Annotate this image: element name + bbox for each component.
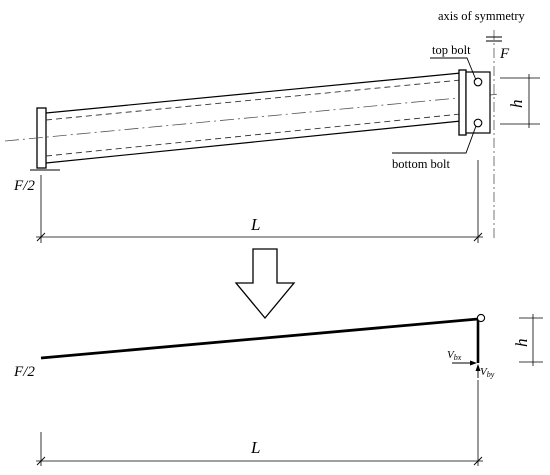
bottom-bolt-circle [473, 118, 483, 128]
reaction-x-main: V [447, 349, 455, 361]
length-top-label: L [250, 215, 260, 234]
force-F-label: F [499, 46, 510, 62]
bottom-bolt-label: bottom bolt [392, 157, 451, 171]
model-beam-line [40, 317, 479, 360]
model-length-tick-right [473, 456, 483, 466]
physical-beam-view: axis of symmetry top bolt bottom bolt F … [4, 9, 540, 243]
model-length-tick-left [36, 456, 46, 466]
right-end-plate [458, 69, 467, 136]
beam-hidden-line-top [45, 79, 462, 121]
beam-top-edge [45, 72, 462, 114]
axis-of-symmetry-label: axis of symmetry [438, 9, 526, 23]
length-bottom-label: L [250, 438, 260, 457]
reaction-y-main: V [480, 366, 488, 378]
reaction-y-arrowhead [475, 364, 481, 371]
depth-top-label: h [507, 100, 526, 109]
beam-hidden-line-bottom [45, 113, 462, 157]
bottom-bolt-leader [392, 125, 477, 154]
top-bolt-leader [430, 57, 477, 81]
model-pin-joint [476, 313, 486, 323]
depth-bottom-label: h [512, 339, 531, 348]
reaction-y-subscript: by [487, 370, 495, 379]
length-dim-tick-right [473, 232, 483, 242]
top-bolt-label: top bolt [432, 43, 471, 57]
length-dim-tick-left [36, 232, 46, 242]
half-force-top-label: F/2 [13, 178, 35, 194]
reaction-y-label: Vby [480, 366, 495, 379]
reaction-x-arrowhead [470, 360, 477, 366]
structural-model-view: F/2 h L Vbx Vby [13, 313, 543, 466]
reaction-x-subscript: bx [454, 353, 462, 362]
beam-bottom-edge [45, 120, 462, 164]
transform-arrow [234, 248, 296, 320]
reaction-x-label: Vbx [447, 349, 462, 362]
half-force-bottom-label: F/2 [13, 364, 35, 380]
top-bolt-circle [473, 77, 483, 87]
beam-center-line [4, 93, 501, 142]
